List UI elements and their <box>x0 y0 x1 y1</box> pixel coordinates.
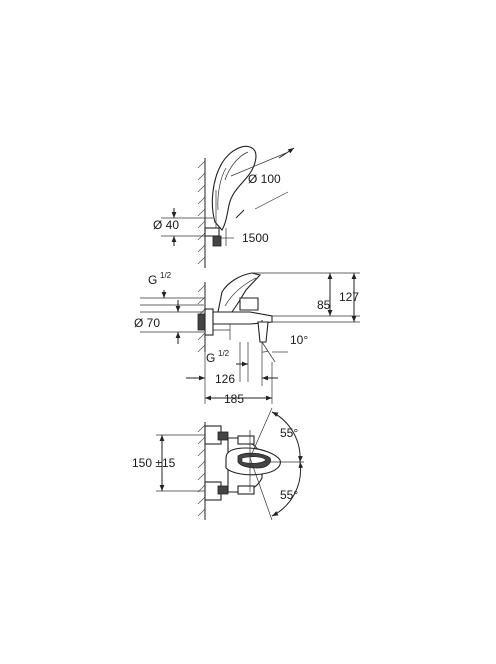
label-thread-g-top: G <box>148 273 157 287</box>
view-hand-shower: Ø 100 Ø 40 1500 <box>153 145 295 268</box>
label-dim-150: 150 ±15 <box>132 456 176 470</box>
mixer-body-front <box>225 430 281 495</box>
hand-shower <box>211 145 257 231</box>
mixer-body-side <box>212 272 273 343</box>
label-thread-frac-top: 1/2 <box>160 271 172 280</box>
label-angle-55-bottom: 55° <box>280 488 298 502</box>
label-dim-126: 126 <box>215 372 235 386</box>
label-angle-55-top: 55° <box>280 426 298 440</box>
label-dim-127: 127 <box>339 290 359 304</box>
label-dim-85: 85 <box>317 298 331 312</box>
label-dia-100: Ø 100 <box>248 172 281 186</box>
label-hose-1500: 1500 <box>242 231 269 245</box>
wall-hatch-1 <box>197 160 206 265</box>
wall-hatch-3 <box>197 424 206 517</box>
label-angle-10: 10° <box>290 333 308 347</box>
label-thread-frac-bottom: 1/2 <box>218 349 230 358</box>
label-thread-g-bottom: G <box>206 351 215 365</box>
view-front: 55° 55° 150 ±15 <box>132 407 304 521</box>
label-dim-185: 185 <box>224 392 244 406</box>
label-dia-70: Ø 70 <box>134 316 160 330</box>
label-dia-40: Ø 40 <box>153 218 179 232</box>
view-side: G 1/2 Ø 70 85 127 10° G 1/2 126 <box>134 271 360 406</box>
